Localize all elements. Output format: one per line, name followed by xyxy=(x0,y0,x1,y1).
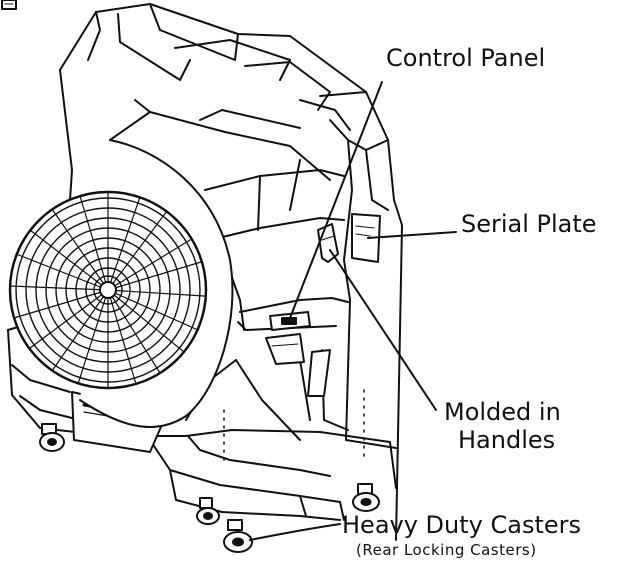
label-casters-sub: (Rear Locking Casters) xyxy=(356,541,537,559)
serial-plate xyxy=(351,213,381,263)
casters xyxy=(39,423,380,553)
caster-rear-right xyxy=(352,483,380,512)
label-casters: Heavy Duty Casters xyxy=(342,511,582,539)
caster-rear-left xyxy=(196,497,220,525)
fan-guard xyxy=(8,139,234,428)
label-handles: Handles xyxy=(458,426,556,454)
lower-handle xyxy=(265,333,331,397)
label-control-panel: Control Panel xyxy=(386,44,546,72)
label-serial-plate: Serial Plate xyxy=(461,210,597,238)
document-icon xyxy=(1,0,17,10)
control-panel xyxy=(269,311,311,331)
leader-lines xyxy=(249,81,457,541)
caster-front-right xyxy=(223,519,253,553)
leader-molded-handles xyxy=(329,249,437,411)
leader-casters xyxy=(249,523,341,541)
caster-front-left xyxy=(39,423,65,452)
panel-detail-dots xyxy=(223,389,365,461)
leader-serial-plate xyxy=(367,231,457,239)
leader-control-panel xyxy=(289,81,383,319)
label-molded-in: Molded in xyxy=(444,398,561,426)
